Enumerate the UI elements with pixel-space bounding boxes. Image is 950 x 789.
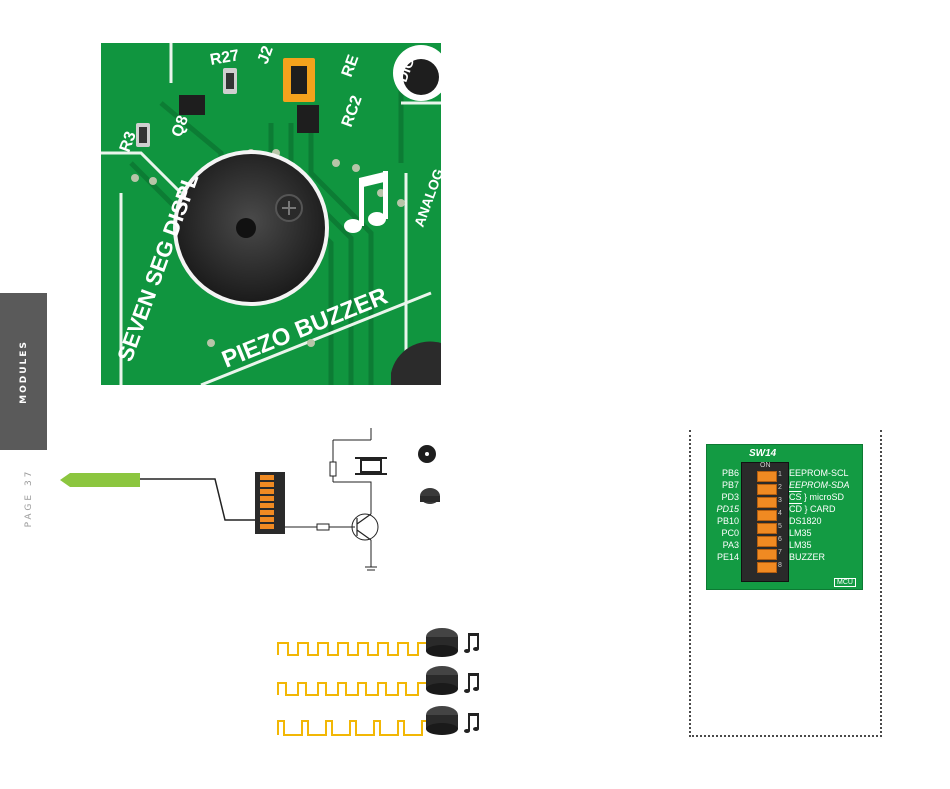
switch-number: 2 [778, 484, 782, 491]
dip-slot-4[interactable] [757, 510, 777, 521]
section-tab: MODULES [0, 293, 47, 450]
dip-slot-1[interactable] [757, 471, 777, 482]
function-label: LM35 [789, 527, 850, 539]
function-label: CS } microSD [789, 491, 850, 503]
switch-number: 5 [778, 523, 782, 530]
port-label: PB10 [707, 515, 739, 527]
port-label: PD15 [707, 503, 739, 515]
dip-slot-2[interactable] [757, 484, 777, 495]
port-label: PC0 [707, 527, 739, 539]
buzzer-waveforms [270, 615, 500, 745]
dip-slot-3[interactable] [757, 497, 777, 508]
port-label: PD3 [707, 491, 739, 503]
dip-slot-7[interactable] [757, 549, 777, 560]
function-label: EEPROM-SDA [789, 479, 850, 491]
function-label: EEPROM-SCL [789, 467, 850, 479]
switch-number: 6 [778, 536, 782, 543]
waveform-fast [278, 643, 428, 655]
dip-slot-6[interactable] [757, 536, 777, 547]
function-labels: EEPROM-SCL EEPROM-SDA CS } microSD CD } … [789, 467, 850, 563]
brace-label-microsd: microSD [810, 492, 845, 502]
dip-slot-5[interactable] [757, 523, 777, 534]
section-tab-label: MODULES [19, 340, 29, 404]
function-label: CD } CARD [789, 503, 850, 515]
port-label: PB6 [707, 467, 739, 479]
switch-on-label: ON [760, 462, 771, 469]
switch-number: 8 [778, 562, 782, 569]
buzzer-circuit-diagram [55, 420, 475, 580]
port-label: PA3 [707, 539, 739, 551]
function-label-cs: CS [789, 492, 802, 502]
switch-title: SW14 [749, 448, 776, 459]
function-label: BUZZER [789, 551, 850, 563]
page-number: PAGE 37 [24, 469, 34, 528]
switch-number: 4 [778, 510, 782, 517]
brace-label-card: CARD [810, 504, 836, 514]
switch-number: 3 [778, 497, 782, 504]
dip-switch: ON 1 2 3 4 5 6 7 8 [741, 462, 789, 582]
mcu-tag: MCU [834, 578, 856, 587]
sw14-switch-panel: SW14 PB6 PB7 PD3 PD15 PB10 PC0 PA3 PE14 … [706, 444, 863, 590]
switch-number: 1 [778, 471, 782, 478]
buzzer-icon-group [426, 628, 458, 735]
waveform-medium [278, 683, 428, 695]
port-label: PE14 [707, 551, 739, 563]
function-label: DS1820 [789, 515, 850, 527]
port-labels: PB6 PB7 PD3 PD15 PB10 PC0 PA3 PE14 [707, 467, 739, 563]
pcb-photo: R3 Q8 R27 J2 RC2 RE DIG SEVEN SEG DISPL … [101, 43, 441, 385]
signal-arrow [60, 473, 140, 487]
function-label: LM35 [789, 539, 850, 551]
switch-number: 7 [778, 549, 782, 556]
music-note-icon [464, 633, 479, 733]
dip-slot-8[interactable] [757, 562, 777, 573]
port-label: PB7 [707, 479, 739, 491]
waveform-slow [278, 721, 428, 735]
function-label-cd: CD [789, 504, 802, 514]
